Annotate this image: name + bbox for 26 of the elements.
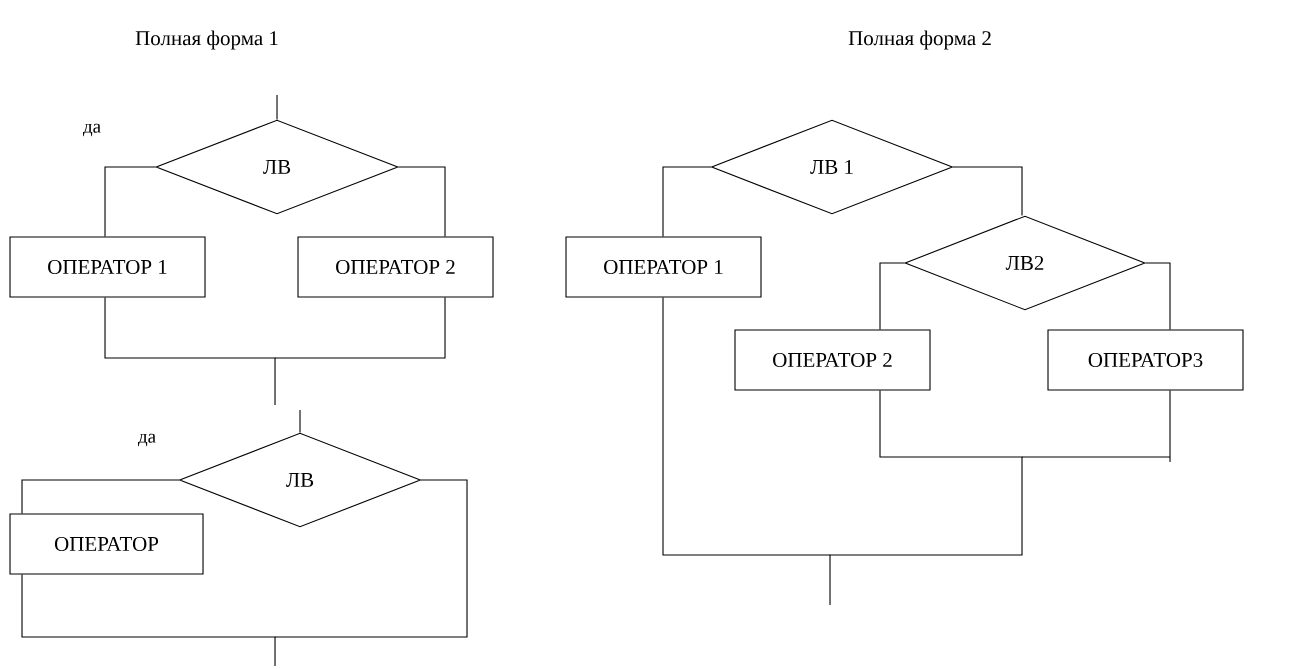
- process-box: ОПЕРАТОР 1: [565, 236, 762, 298]
- connector-line: [274, 297, 446, 359]
- connector-line: [952, 166, 1023, 216]
- process-box: ОПЕРАТОР 2: [297, 236, 494, 298]
- connector-line: [662, 166, 712, 237]
- process-box: ОПЕРАТОР 2: [734, 329, 931, 391]
- process-box: ОПЕРАТОР3: [1047, 329, 1244, 391]
- connector-line: [1145, 262, 1171, 330]
- heading: Полная форма 2: [848, 30, 991, 50]
- connector-line: [21, 479, 180, 514]
- heading: Полная форма 1: [135, 30, 278, 50]
- process-box: ОПЕРАТОР: [9, 513, 204, 575]
- connector-line: [1021, 390, 1171, 463]
- connector-line: [104, 166, 156, 237]
- connector-line: [276, 94, 278, 120]
- branch-label: да: [82, 123, 101, 137]
- connector-line: [299, 409, 301, 433]
- connector-line: [879, 262, 905, 330]
- connector-line: [21, 574, 276, 667]
- connector-line: [829, 390, 1023, 606]
- process-box: ОПЕРАТОР 1: [9, 236, 206, 298]
- connector-line: [274, 479, 468, 638]
- connector-line: [398, 166, 446, 237]
- connector-line: [104, 297, 276, 406]
- branch-label: да: [137, 433, 156, 447]
- connector-line: [662, 297, 831, 556]
